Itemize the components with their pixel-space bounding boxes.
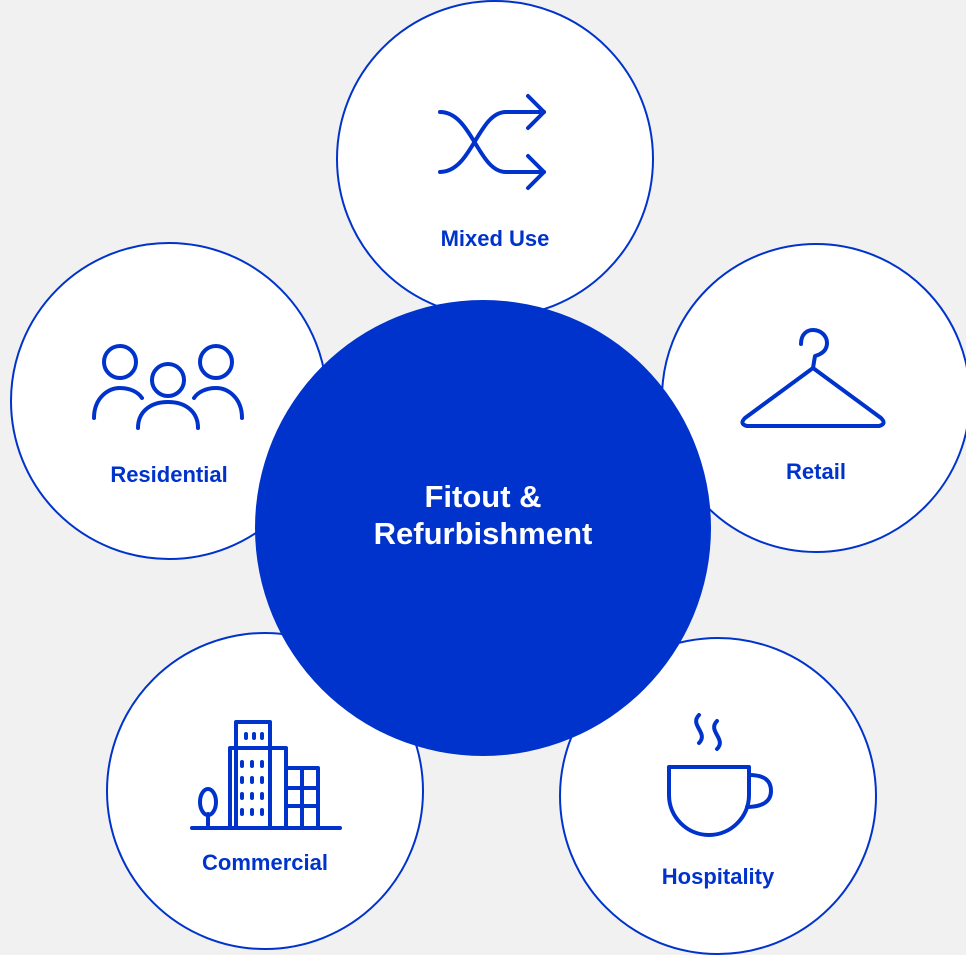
- retail-label: Retail: [786, 459, 846, 484]
- residential-label: Residential: [110, 462, 228, 487]
- hanger-icon: [735, 328, 891, 438]
- center-title-line1: Fitout &: [424, 479, 542, 514]
- center-circle: Fitout & Refurbishment: [255, 300, 711, 756]
- people-icon: [88, 340, 248, 430]
- buildings-icon: [190, 718, 344, 832]
- mixed-use-circle: Mixed Use: [336, 0, 654, 318]
- coffee-cup-icon: [661, 709, 781, 839]
- center-title-line2: Refurbishment: [373, 516, 593, 551]
- shuffle-icon: [432, 92, 552, 192]
- center-title: Fitout & Refurbishment: [255, 478, 711, 552]
- hospitality-label: Hospitality: [661, 864, 775, 889]
- mixed-use-label: Mixed Use: [440, 226, 550, 251]
- commercial-label: Commercial: [202, 850, 328, 875]
- retail-circle: Retail: [661, 243, 966, 553]
- residential-circle: Residential: [10, 242, 328, 560]
